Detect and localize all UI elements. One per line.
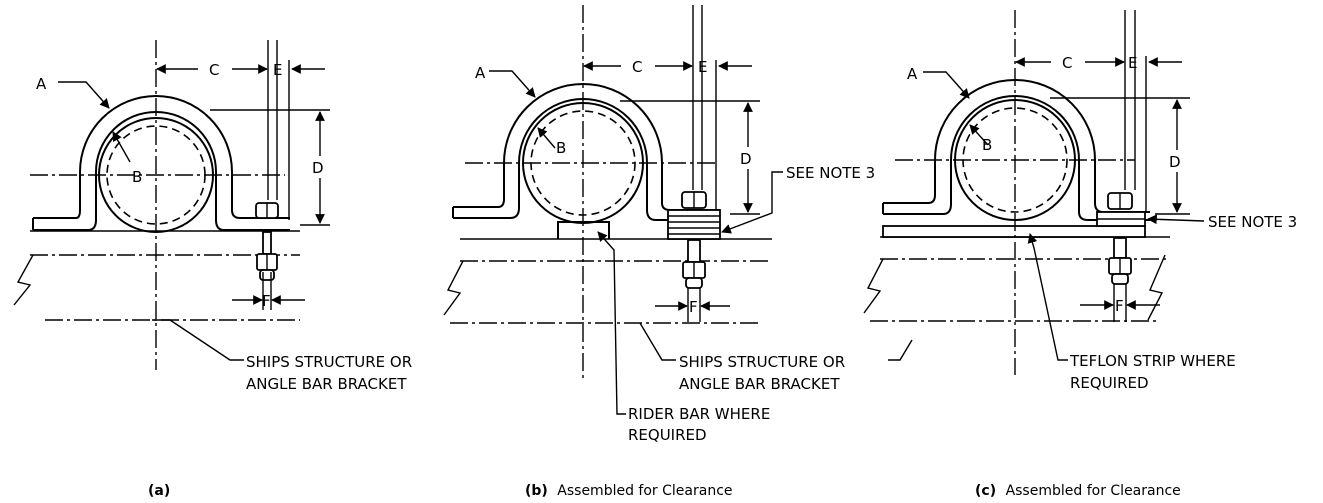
note-rider-bar-1: RIDER BAR WHERE xyxy=(628,405,770,423)
view-a xyxy=(13,40,332,370)
label-b-view-c: B xyxy=(982,136,992,154)
label-d-view-a: D xyxy=(312,159,324,177)
caption-c-tag: (c) xyxy=(975,483,996,499)
label-a-view-c: A xyxy=(907,65,918,83)
note-ships-structure-b-2: ANGLE BAR BRACKET xyxy=(679,375,840,393)
view-c xyxy=(863,10,1205,375)
note-teflon-1: TEFLON STRIP WHERE xyxy=(1069,352,1236,370)
label-f-view-c: F xyxy=(1115,297,1124,315)
label-e-view-a: E xyxy=(273,61,282,79)
labels: A B C E D F SHIPS STRUCTURE OR ANGLE BAR… xyxy=(36,54,1297,499)
label-f-view-b: F xyxy=(689,298,698,316)
label-e-view-c: E xyxy=(1128,54,1137,72)
label-e-view-b: E xyxy=(698,58,707,76)
caption-a-tag: (a) xyxy=(148,483,170,499)
label-c-view-c: C xyxy=(1062,54,1072,72)
note-ships-structure-a-2: ANGLE BAR BRACKET xyxy=(246,375,407,393)
note-rider-bar-2: REQUIRED xyxy=(628,426,707,444)
label-c-view-a: C xyxy=(209,61,219,79)
label-b-view-b: B xyxy=(556,139,566,157)
label-a-view-b: A xyxy=(475,64,486,82)
label-c-view-b: C xyxy=(632,58,642,76)
caption-b: (b) Assembled for Clearance xyxy=(525,483,733,499)
note-ships-structure-b-1: SHIPS STRUCTURE OR xyxy=(679,353,845,371)
note-ships-structure-a-1: SHIPS STRUCTURE OR xyxy=(246,353,412,371)
caption-a: (a) xyxy=(148,483,170,499)
label-a-view-a: A xyxy=(36,75,47,93)
note-see-note-3-b: SEE NOTE 3 xyxy=(786,164,875,182)
caption-b-tag: (b) xyxy=(525,483,548,499)
label-d-view-c: D xyxy=(1169,153,1181,171)
note-see-note-3-c: SEE NOTE 3 xyxy=(1208,213,1297,231)
label-d-view-b: D xyxy=(740,150,752,168)
label-b-view-a: B xyxy=(132,168,142,186)
label-f-view-a: F xyxy=(262,292,271,310)
view-b xyxy=(443,5,913,415)
note-teflon-2: REQUIRED xyxy=(1070,374,1149,392)
caption-c: (c) Assembled for Clearance xyxy=(975,483,1181,499)
caption-c-text: Assembled for Clearance xyxy=(1006,483,1181,499)
caption-b-text: Assembled for Clearance xyxy=(557,483,732,499)
